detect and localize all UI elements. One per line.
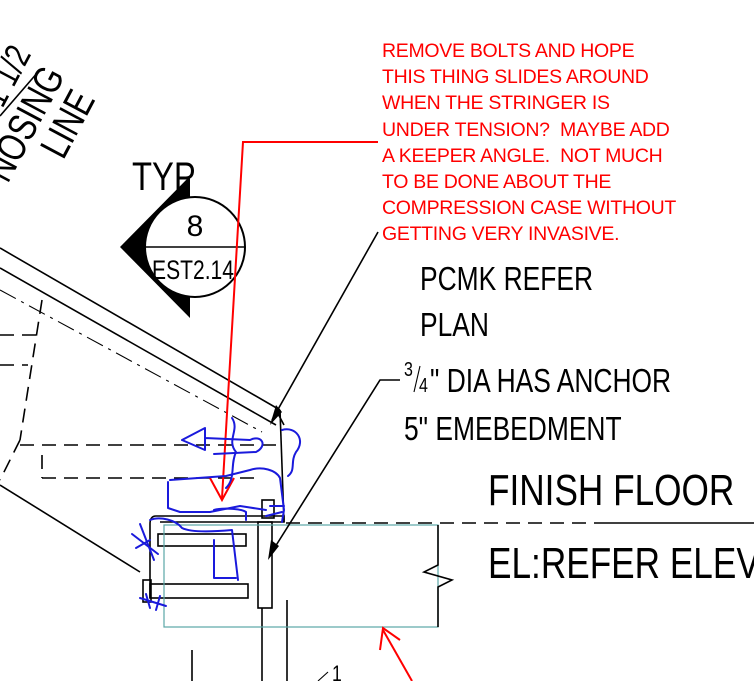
sketch-bolt-x-2: [139, 593, 167, 611]
sketch-stroke-2: [281, 428, 301, 477]
pcmk-text: PCMK REFER: [420, 261, 593, 297]
bolt-head: [142, 579, 152, 603]
angle-top-leg: [157, 533, 247, 547]
pcmk-leader: [271, 231, 379, 421]
vertical-plate: [257, 521, 273, 609]
finish-floor-text: FINISH FLOOR: [488, 466, 734, 515]
detail-number: 8: [187, 210, 204, 243]
bottom-tick: [317, 671, 329, 681]
pcmk-leader-arrow: [270, 405, 282, 425]
markup-comment: REMOVE BOLTS AND HOPE THIS THING SLIDES …: [382, 40, 676, 246]
bottom-fraction: 1: [332, 662, 342, 681]
sketch-stroke-7: [213, 539, 237, 579]
hidden-line-7: [0, 439, 21, 481]
nosing-label: LINE NOSING 1 1/2: [0, 39, 104, 189]
stringer-centerline: [0, 289, 263, 433]
red-arrow-bottom-head: [379, 626, 401, 651]
red-leader: [221, 141, 378, 499]
sketch-arrow: [181, 427, 264, 455]
red-markup: [209, 141, 413, 681]
angle-outline: [149, 515, 285, 598]
sketch-stroke-3: [169, 467, 285, 523]
anchor-leader-arrow: [268, 540, 279, 560]
detail-sheet: EST2.14: [152, 256, 234, 286]
embedment-text: 5" EMEBEDMENT: [404, 411, 622, 447]
elevation-text: EL:REFER ELEV: [488, 539, 754, 588]
stringer-top-line: [0, 247, 281, 411]
sketch-stroke-8: [265, 505, 285, 517]
anchor-fraction-den: 4: [419, 374, 428, 396]
angle-bottom-leg: [149, 583, 249, 599]
red-leader-arrowhead: [209, 477, 235, 503]
sketch-stroke-4: [167, 481, 267, 513]
stringer-top-line-2: [0, 267, 277, 426]
sketch-stroke-6: [149, 517, 239, 581]
stringer-geometry: [0, 247, 285, 573]
anchor-text: " DIA HAS ANCHOR: [430, 363, 671, 399]
floor-geometry: [163, 522, 754, 628]
notes: PCMK REFER PLAN 3 4 " DIA HAS ANCHOR 5" …: [317, 261, 754, 681]
anchor-fraction-slash: [413, 365, 421, 393]
anchor-leader: [269, 379, 400, 556]
leader-lines: [268, 231, 400, 560]
sketch-bolt-x: [131, 523, 159, 561]
stringer-bottom-line: [0, 484, 141, 573]
nosing-divider-line: [0, 71, 39, 117]
detail-callout: TYP 8 EST2.14: [120, 154, 246, 318]
plan-text: PLAN: [420, 307, 489, 343]
anchor-fraction-num: 3: [404, 358, 413, 380]
markup-box: [163, 524, 439, 628]
sketch-stroke-5: [213, 507, 247, 521]
break-line: [421, 525, 455, 627]
red-arrow-bottom: [382, 629, 413, 681]
hidden-line-1: [19, 299, 43, 441]
blue-sketch: [131, 417, 301, 611]
